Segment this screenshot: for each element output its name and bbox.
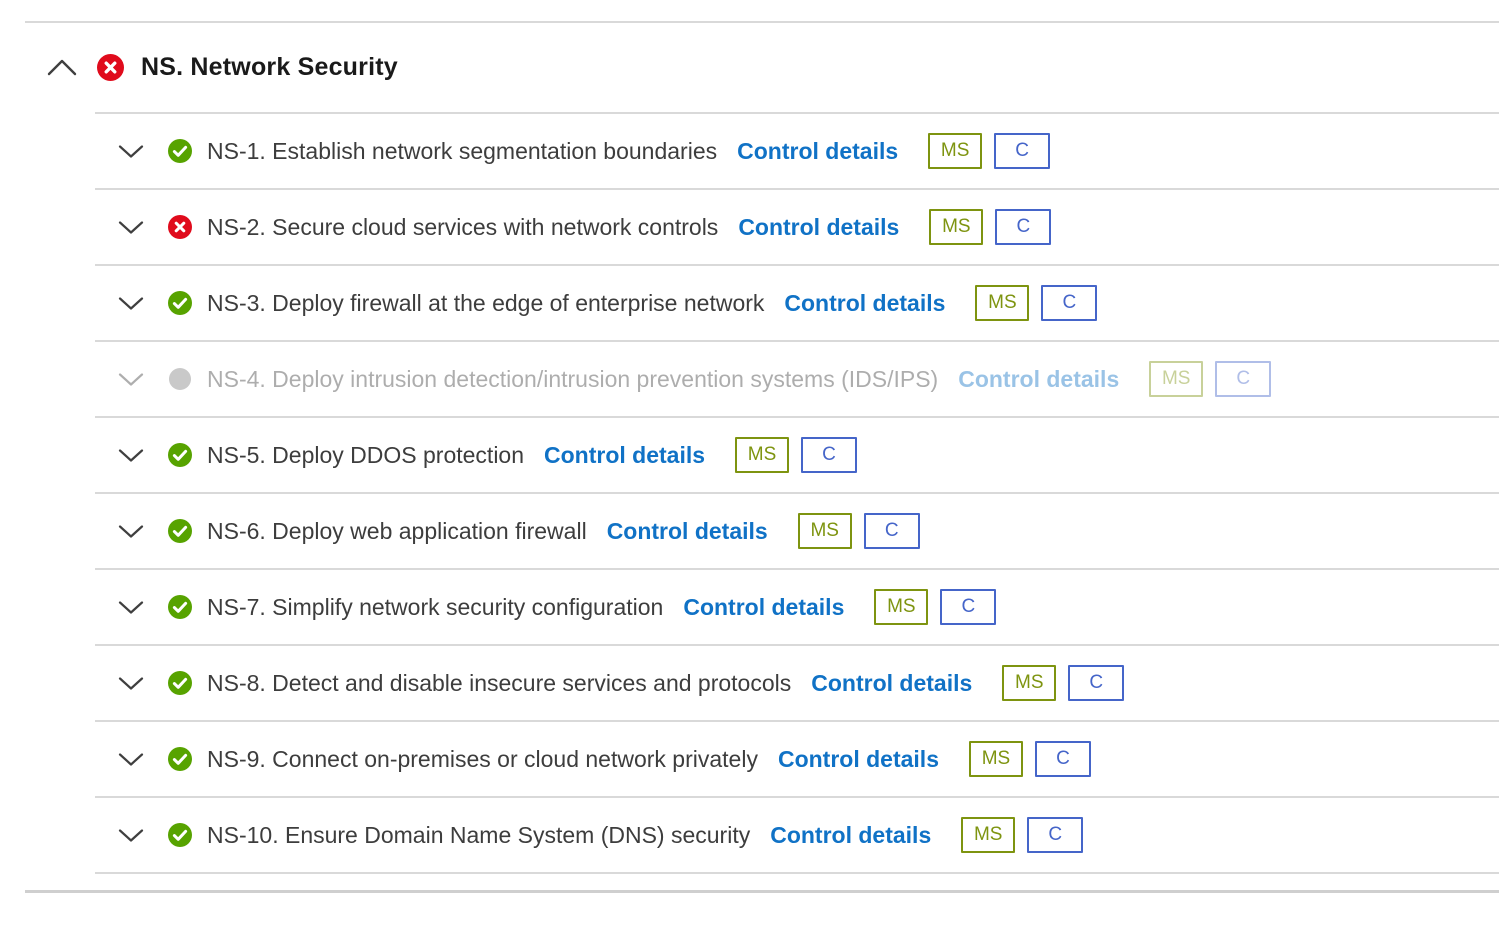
badge-group: MS C	[735, 437, 858, 473]
chevron-down-icon[interactable]	[118, 676, 144, 691]
c-badge: C	[1068, 665, 1125, 701]
success-icon	[168, 519, 192, 543]
control-title: NS-4. Deploy intrusion detection/intrusi…	[207, 365, 939, 392]
ms-badge: MS	[874, 589, 929, 625]
success-icon	[168, 139, 192, 163]
badge-group: MS C	[874, 589, 997, 625]
status-icon-wrap	[168, 823, 192, 847]
control-title: NS-5. Deploy DDOS protection	[207, 441, 525, 468]
control-title: NS-7. Simplify network security configur…	[207, 593, 664, 620]
success-icon	[168, 443, 192, 467]
section-bottom-divider	[25, 890, 1499, 893]
controls-list: NS-1. Establish network segmentation bou…	[95, 112, 1499, 874]
c-badge: C	[1215, 361, 1272, 397]
status-icon-wrap	[168, 367, 192, 391]
badge-group: MS C	[797, 513, 920, 549]
badge-group: MS C	[928, 133, 1051, 169]
c-badge: C	[1027, 817, 1084, 853]
control-title: NS-8. Detect and disable insecure servic…	[207, 669, 792, 696]
status-icon-wrap	[168, 215, 192, 239]
control-row: NS-3. Deploy firewall at the edge of ent…	[95, 266, 1499, 342]
section-title: NS. Network Security	[141, 53, 398, 81]
status-icon-wrap	[168, 519, 192, 543]
control-details-link[interactable]: Control details	[606, 517, 768, 544]
control-title: NS-2. Secure cloud services with network…	[207, 213, 719, 240]
control-details-link[interactable]: Control details	[784, 289, 946, 316]
status-icon-wrap	[168, 443, 192, 467]
ms-badge: MS	[975, 285, 1030, 321]
control-row: NS-6. Deploy web application firewall Co…	[95, 494, 1499, 570]
control-row: NS-4. Deploy intrusion detection/intrusi…	[95, 342, 1499, 418]
control-details-link[interactable]: Control details	[777, 745, 939, 772]
control-row: NS-7. Simplify network security configur…	[95, 570, 1499, 646]
security-benchmark-page: NS. Network Security NS-1. E	[0, 21, 1499, 927]
control-title: NS-6. Deploy web application firewall	[207, 517, 587, 544]
control-row: NS-10. Ensure Domain Name System (DNS) s…	[95, 798, 1499, 874]
c-badge: C	[995, 209, 1052, 245]
success-icon	[168, 747, 192, 771]
ms-badge: MS	[1149, 361, 1204, 397]
chevron-down-icon[interactable]	[118, 600, 144, 615]
badge-group: MS C	[968, 741, 1091, 777]
ms-badge: MS	[1002, 665, 1057, 701]
control-row: NS-2. Secure cloud services with network…	[95, 190, 1499, 266]
badge-group: MS C	[961, 817, 1084, 853]
ms-badge: MS	[929, 209, 984, 245]
status-icon-wrap	[168, 139, 192, 163]
c-badge: C	[940, 589, 997, 625]
success-icon	[168, 291, 192, 315]
c-badge: C	[994, 133, 1051, 169]
success-icon	[168, 671, 192, 695]
control-title: NS-3. Deploy firewall at the edge of ent…	[207, 289, 765, 316]
control-title: NS-10. Ensure Domain Name System (DNS) s…	[207, 821, 751, 848]
status-icon-wrap	[168, 747, 192, 771]
ms-badge: MS	[735, 437, 790, 473]
badge-group: MS C	[1149, 361, 1272, 397]
c-badge: C	[1041, 285, 1098, 321]
badge-group: MS C	[975, 285, 1098, 321]
c-badge: C	[801, 437, 858, 473]
badge-group: MS C	[929, 209, 1052, 245]
neutral-icon	[168, 367, 192, 391]
chevron-down-icon[interactable]	[118, 752, 144, 767]
chevron-down-icon[interactable]	[118, 372, 144, 387]
ms-badge: MS	[928, 133, 983, 169]
status-icon-wrap	[168, 291, 192, 315]
ms-badge: MS	[968, 741, 1023, 777]
chevron-up-icon[interactable]	[46, 58, 78, 77]
control-details-link[interactable]: Control details	[737, 137, 899, 164]
control-row: NS-9. Connect on-premises or cloud netwo…	[95, 722, 1499, 798]
control-details-link[interactable]: Control details	[683, 593, 845, 620]
ms-badge: MS	[797, 513, 852, 549]
success-icon	[168, 595, 192, 619]
control-details-link[interactable]: Control details	[958, 365, 1120, 392]
error-icon	[168, 215, 192, 239]
success-icon	[168, 823, 192, 847]
control-details-link[interactable]: Control details	[738, 213, 900, 240]
chevron-down-icon[interactable]	[118, 220, 144, 235]
error-icon	[97, 54, 124, 81]
status-icon-wrap	[168, 671, 192, 695]
status-icon-wrap	[168, 595, 192, 619]
chevron-down-icon[interactable]	[118, 448, 144, 463]
control-row: NS-1. Establish network segmentation bou…	[95, 114, 1499, 190]
c-badge: C	[1034, 741, 1091, 777]
control-title: NS-1. Establish network segmentation bou…	[207, 137, 718, 164]
control-row: NS-5. Deploy DDOS protection Control det…	[95, 418, 1499, 494]
control-details-link[interactable]: Control details	[811, 669, 973, 696]
chevron-down-icon[interactable]	[118, 144, 144, 159]
chevron-down-icon[interactable]	[118, 828, 144, 843]
control-title: NS-9. Connect on-premises or cloud netwo…	[207, 745, 758, 772]
c-badge: C	[863, 513, 920, 549]
chevron-down-icon[interactable]	[118, 524, 144, 539]
badge-group: MS C	[1002, 665, 1125, 701]
section-top-divider	[25, 21, 1499, 23]
chevron-down-icon[interactable]	[118, 296, 144, 311]
control-details-link[interactable]: Control details	[770, 821, 932, 848]
ms-badge: MS	[961, 817, 1016, 853]
control-details-link[interactable]: Control details	[544, 441, 706, 468]
control-row: NS-8. Detect and disable insecure servic…	[95, 646, 1499, 722]
section-header: NS. Network Security	[0, 23, 1499, 112]
